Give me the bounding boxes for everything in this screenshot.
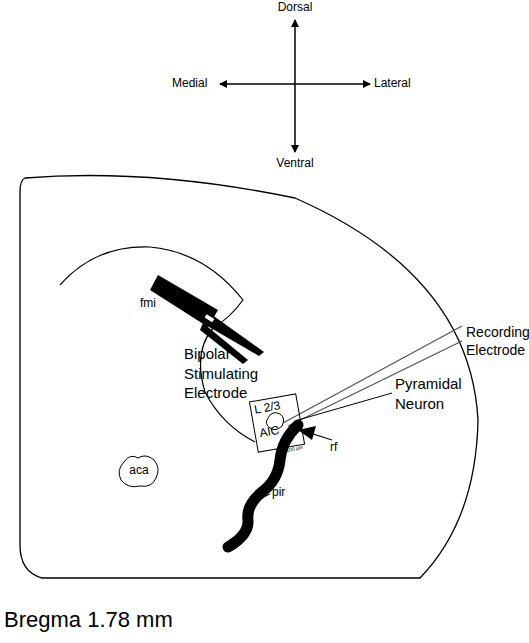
annotation-label: Pyramidal Neuron xyxy=(395,374,485,413)
node-text: AIC xyxy=(258,424,280,440)
annotation-label: Lateral xyxy=(374,76,424,92)
annotation-label: Ventral xyxy=(268,156,322,172)
annotation-label: Medial xyxy=(172,76,222,92)
annotation-label: Recording Electrode xyxy=(466,323,529,359)
annotation-label: Bipolar Stimulating Electrode xyxy=(184,344,284,403)
leader-line xyxy=(258,494,270,500)
electrode-body xyxy=(150,275,218,327)
electrode-slot xyxy=(205,314,215,322)
nucleus-outline: aca xyxy=(116,452,162,490)
annotation-label: pir xyxy=(272,485,302,501)
compass-arrow xyxy=(294,84,296,152)
compass-arrow xyxy=(295,83,370,85)
node-text: aca xyxy=(116,464,162,477)
figure-caption: Bregma 1.78 mm xyxy=(4,606,304,635)
node-text: L 2/3 xyxy=(253,399,281,417)
compass-arrow xyxy=(220,83,295,85)
compass-arrow xyxy=(294,20,296,84)
region-box: L 2/3AIC xyxy=(249,393,305,453)
piriform-band xyxy=(228,425,298,547)
white-matter-outline xyxy=(60,247,255,442)
annotation-label: fmi xyxy=(140,296,170,312)
annotation-label: rf xyxy=(330,440,350,456)
annotation-label: Dorsal xyxy=(270,0,320,16)
leader-line xyxy=(298,393,392,420)
